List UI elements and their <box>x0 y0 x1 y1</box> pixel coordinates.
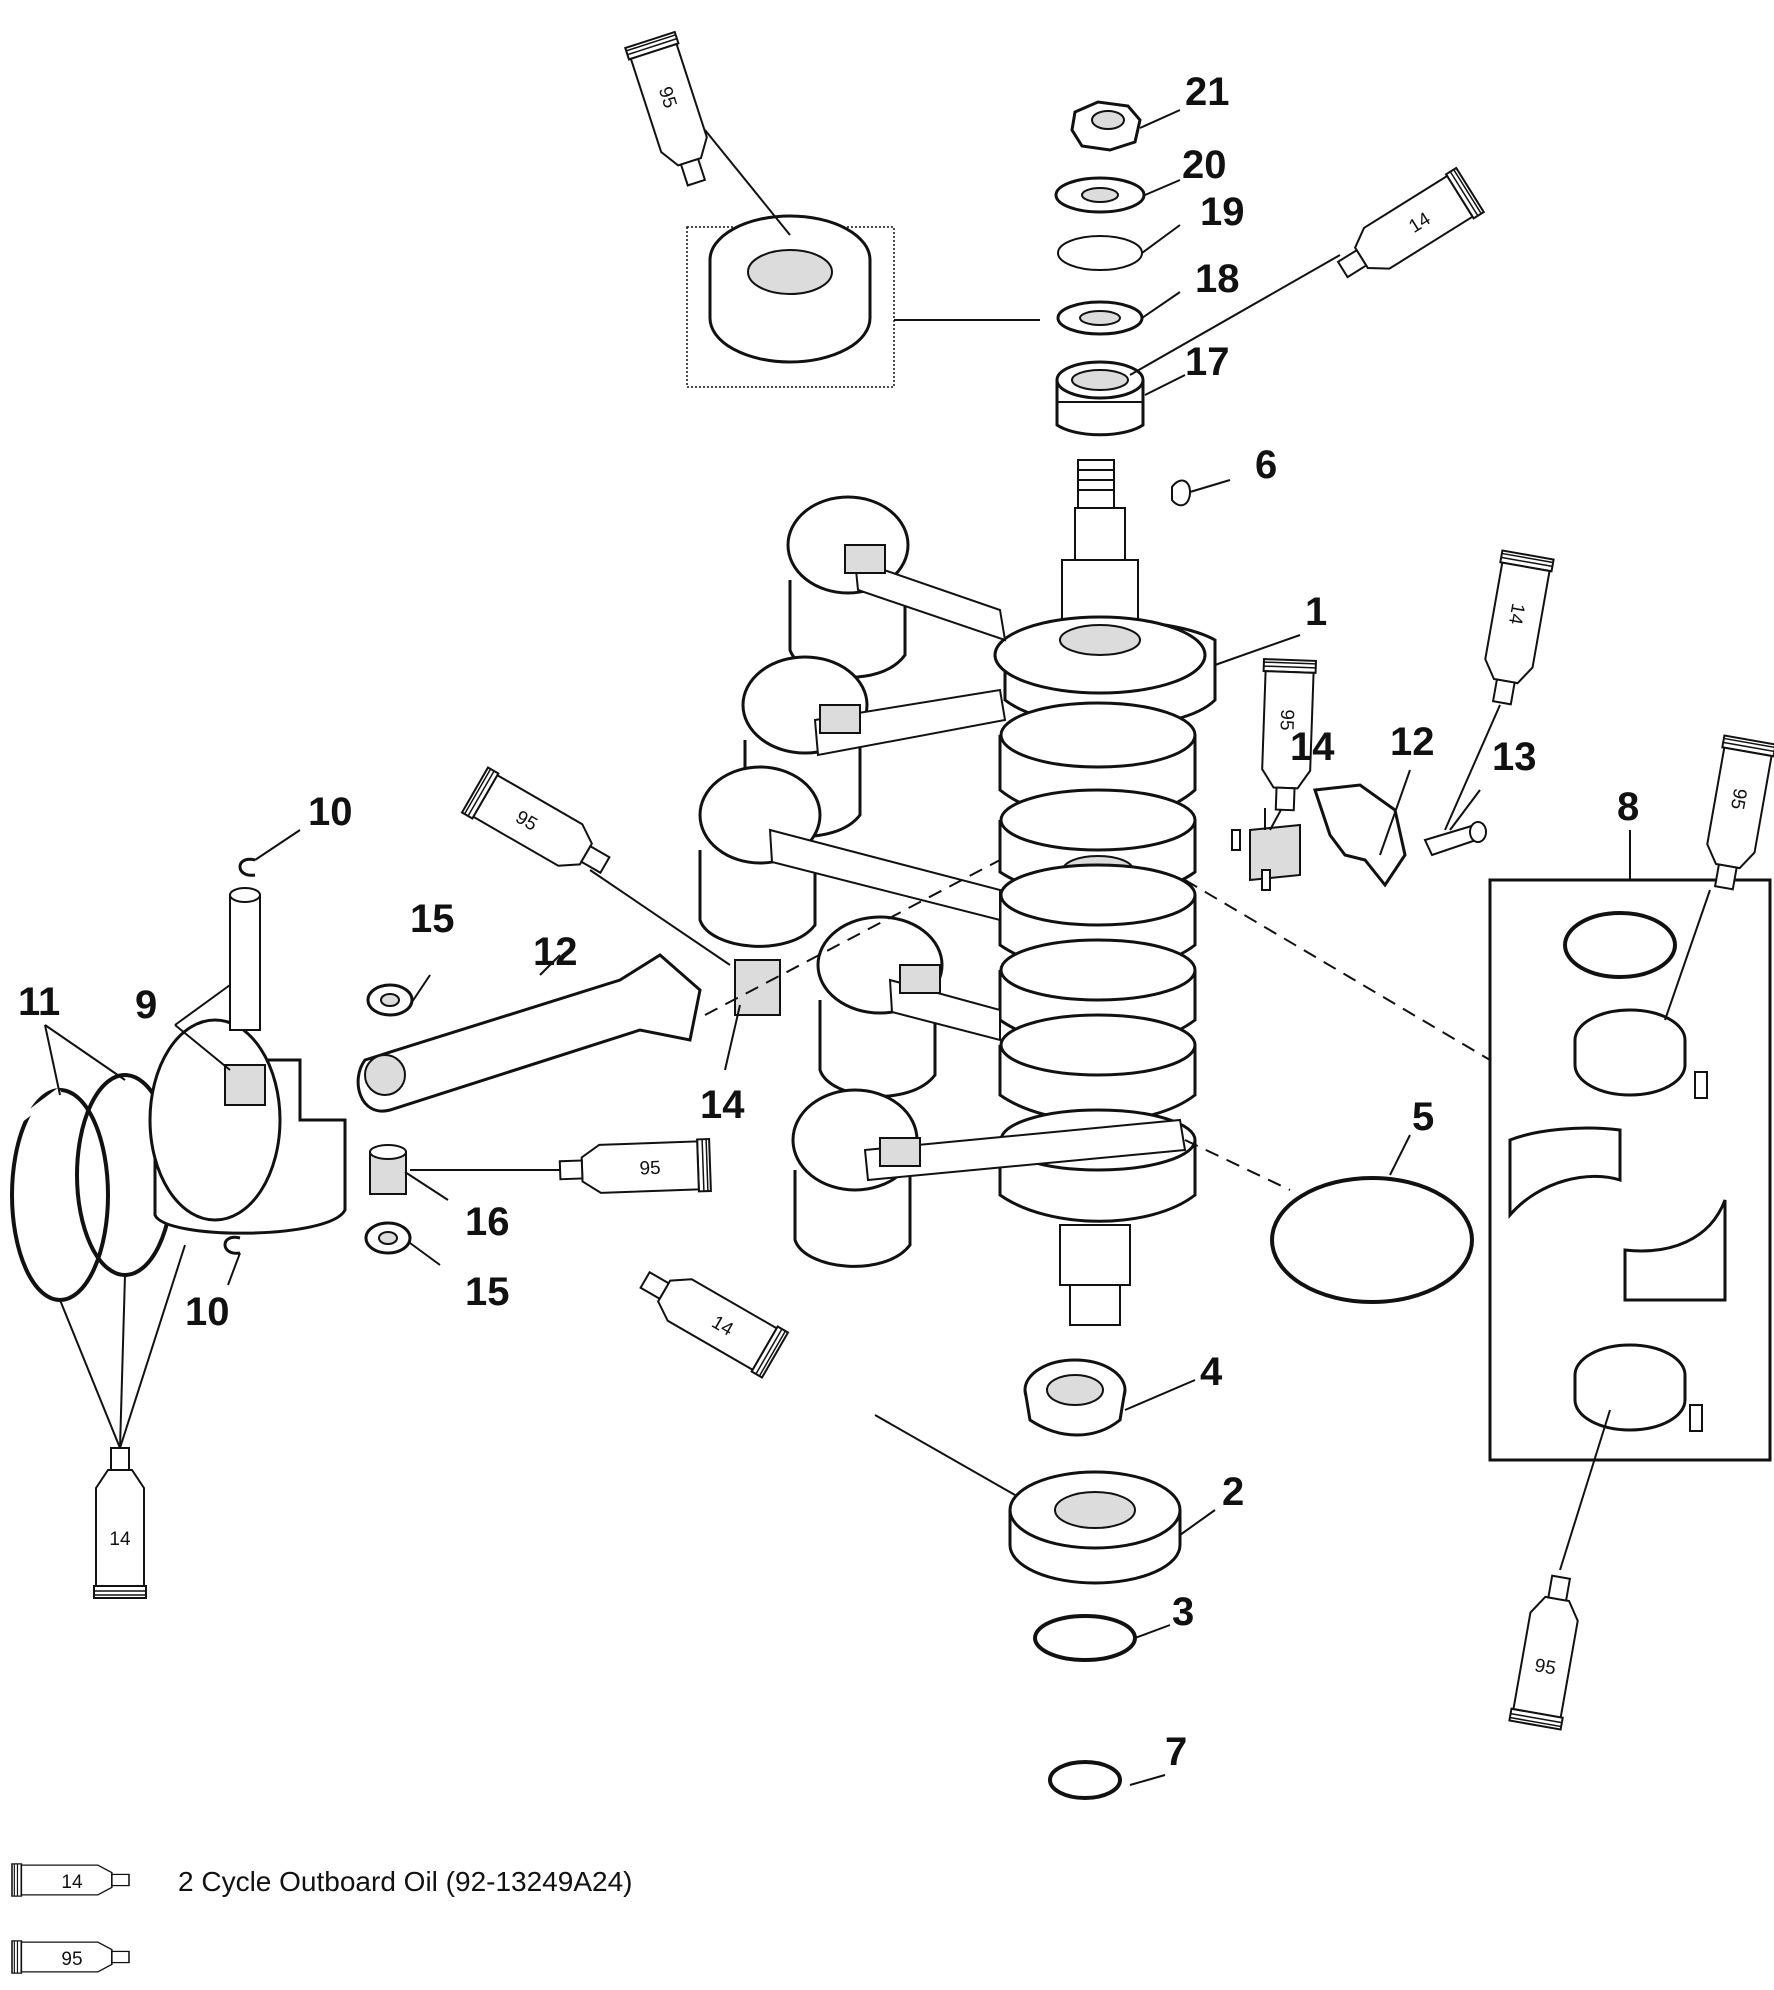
piston-rings-11 <box>10 1073 175 1302</box>
svg-text:95: 95 <box>1276 709 1298 731</box>
callout-11: 11 <box>18 980 60 1024</box>
retainer-10-upper <box>238 857 256 877</box>
piston-assembly-1 <box>786 495 1007 679</box>
thrust-washer-15-upper <box>366 983 414 1017</box>
tube-95-bottom: 95 <box>1508 1571 1588 1731</box>
tube-95-right: 95 <box>1697 734 1774 894</box>
callout-15-lower: 15 <box>465 1270 510 1314</box>
seal-18 <box>1056 300 1144 336</box>
callout-3: 3 <box>1172 1590 1194 1634</box>
callout-16: 16 <box>465 1200 510 1244</box>
tube-14-bearing: 14 <box>631 1256 789 1379</box>
snap-ring-3 <box>1033 1614 1137 1662</box>
needle-bearing-16 <box>369 1144 407 1195</box>
bearing-kit-race-lower <box>1623 1199 1727 1302</box>
callout-8: 8 <box>1617 785 1639 829</box>
callout-17: 17 <box>1185 340 1230 384</box>
bearing-kit-cage-upper <box>1573 1008 1708 1099</box>
tube-14-upper-right: 14 <box>1328 166 1485 293</box>
seal-inset <box>686 214 1040 388</box>
callout-4: 4 <box>1200 1350 1223 1394</box>
callout-13: 13 <box>1492 735 1537 779</box>
callout-15-upper: 15 <box>410 897 455 941</box>
callout-14-left: 14 <box>700 1083 745 1127</box>
callout-18: 18 <box>1195 257 1240 301</box>
piston-assembly-5 <box>791 1088 1187 1268</box>
callout-5: 5 <box>1412 1095 1434 1139</box>
bearing-kit-8 <box>1488 878 1772 1462</box>
rod-cap-12 <box>1312 783 1407 888</box>
retaining-ring-5 <box>1270 1176 1474 1304</box>
callout-14-right: 14 <box>1290 725 1335 769</box>
wrist-pin <box>229 887 261 1031</box>
callout-12-left: 12 <box>533 930 578 974</box>
tube-95-pin: 95 <box>558 1138 712 1198</box>
bearing-carrier-4 <box>1023 1358 1127 1437</box>
bearing-cage-14-right <box>1231 823 1301 891</box>
callout-2: 2 <box>1222 1470 1244 1514</box>
piston-assembly-4 <box>816 915 1001 1098</box>
piston-assembly-3 <box>698 765 1001 948</box>
legend: 14 2 Cycle Outboard Oil (92-13249A24) 95 <box>11 1863 632 1974</box>
bearing-kit-race-upper <box>1508 1126 1622 1220</box>
crankshaft-1 <box>993 459 1217 1326</box>
tube-95-small: 95 <box>1257 658 1317 812</box>
bearing-17 <box>1055 360 1145 437</box>
key-6 <box>1171 479 1192 507</box>
callout-12-right: 12 <box>1390 720 1435 764</box>
nut-21 <box>1070 100 1142 152</box>
leader-lines <box>44 109 1631 1786</box>
svg-text:95: 95 <box>639 1158 661 1180</box>
callout-20: 20 <box>1182 143 1227 187</box>
svg-text:14: 14 <box>1504 602 1528 627</box>
tube-14-mid-right: 14 <box>1475 549 1555 709</box>
tube-95-rod: 95 <box>461 766 619 889</box>
thrust-washer-15-lower <box>364 1221 412 1255</box>
callout-7: 7 <box>1165 1730 1187 1774</box>
legend-code-95: 95 <box>61 1949 82 1970</box>
tube-14-rings: 14 <box>93 1447 147 1599</box>
callout-9: 9 <box>135 983 157 1027</box>
callout-10-lower: 10 <box>185 1290 230 1334</box>
callout-6: 6 <box>1255 443 1277 487</box>
retainer-10-lower <box>223 1235 241 1255</box>
svg-text:95: 95 <box>1726 787 1750 811</box>
svg-text:14: 14 <box>109 1529 131 1550</box>
bolt-13 <box>1423 821 1487 857</box>
ball-bearing-2 <box>1008 1470 1182 1585</box>
legend-code-14: 14 <box>61 1872 83 1893</box>
ring-7 <box>1048 1760 1122 1800</box>
tube-95-top: 95 <box>624 30 723 192</box>
callout-numbers: 21 20 19 18 17 6 1 14 12 13 8 5 4 2 3 7 … <box>18 70 1639 1774</box>
callout-10-upper: 10 <box>308 790 353 834</box>
washer-20 <box>1054 176 1146 214</box>
legend-text-14: 2 Cycle Outboard Oil (92-13249A24) <box>178 1866 632 1897</box>
callout-21: 21 <box>1185 70 1230 114</box>
callout-19: 19 <box>1200 190 1245 234</box>
o-ring-19 <box>1057 235 1143 271</box>
svg-text:95: 95 <box>1533 1655 1557 1679</box>
piston-9 <box>148 1018 347 1235</box>
callout-1: 1 <box>1305 590 1327 634</box>
connecting-rod-12 <box>356 953 702 1113</box>
bearing-kit-cage-lower <box>1573 1343 1703 1432</box>
